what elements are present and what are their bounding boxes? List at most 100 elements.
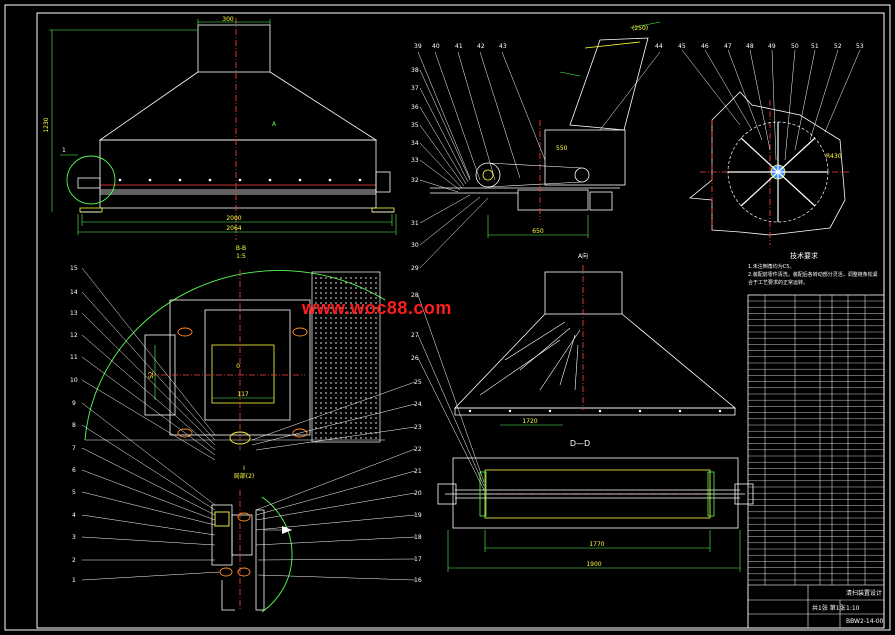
mesh-dot (345, 412, 347, 414)
mesh-dot (350, 382, 352, 384)
mesh-dot (370, 312, 372, 314)
hood-bolts (118, 178, 362, 182)
side-view-dims (487, 21, 661, 238)
mesh-dot (340, 287, 342, 289)
mesh-dot (355, 317, 357, 319)
mesh-dot (370, 342, 372, 344)
part-1: 1 (72, 577, 76, 584)
mesh-dot (365, 287, 367, 289)
mesh-dot (335, 287, 337, 289)
mesh-dot (375, 417, 377, 419)
mesh-dot (330, 392, 332, 394)
mesh-dot (365, 382, 367, 384)
mesh-dot (355, 332, 357, 334)
mesh-dot (345, 352, 347, 354)
part-42: 42 (477, 43, 485, 50)
mesh-dot (350, 357, 352, 359)
mesh-dot (315, 397, 317, 399)
mesh-dot (365, 417, 367, 419)
mesh-dot (340, 347, 342, 349)
mesh-dot (355, 337, 357, 339)
mesh-dot (340, 397, 342, 399)
mesh-dot (355, 417, 357, 419)
dim-rotor-outer: 1900 (586, 561, 601, 568)
mesh-dot (325, 277, 327, 279)
mesh-dot (360, 422, 362, 424)
mesh-dot (345, 427, 347, 429)
mesh-dot (355, 432, 357, 434)
mesh-dot (370, 282, 372, 284)
rotor-section-dd (437, 457, 754, 529)
mesh-dot (375, 422, 377, 424)
mesh-dot (345, 407, 347, 409)
mesh-dot (320, 332, 322, 334)
part-50: 50 (791, 43, 799, 50)
mesh-dot (375, 372, 377, 374)
mesh-dot (375, 387, 377, 389)
mesh-dot (355, 397, 357, 399)
mesh-dot (375, 362, 377, 364)
mesh-dot (365, 317, 367, 319)
mesh-dot (340, 312, 342, 314)
mesh-dot (375, 302, 377, 304)
mesh-dot (320, 437, 322, 439)
mesh-dot (335, 422, 337, 424)
mesh-dot (375, 277, 377, 279)
mesh-dot (335, 432, 337, 434)
mesh-dot (335, 282, 337, 284)
bolt-heads (177, 327, 308, 445)
mesh-dot (325, 337, 327, 339)
mesh-dot (330, 437, 332, 439)
mesh-dot (375, 382, 377, 384)
part-10: 10 (70, 377, 78, 384)
mesh-dot (375, 357, 377, 359)
mesh-dot (315, 402, 317, 404)
mesh-dot (350, 437, 352, 439)
mesh-dot (370, 317, 372, 319)
mesh-dot (320, 347, 322, 349)
mesh-dot (360, 312, 362, 314)
mesh-dot (335, 392, 337, 394)
mesh-dot (360, 382, 362, 384)
dim-detail-52: 52 (148, 371, 155, 379)
part-19: 19 (414, 512, 422, 519)
title-block-sheet: 共1张 第1张 (812, 604, 846, 612)
mesh-dot (375, 337, 377, 339)
mesh-dot (370, 412, 372, 414)
mesh-dot (315, 382, 317, 384)
mesh-dot (325, 292, 327, 294)
mesh-dot (325, 322, 327, 324)
mesh-dot (325, 347, 327, 349)
mesh-dot (370, 292, 372, 294)
mesh-dot (345, 307, 347, 309)
section-bb-scale: 1:5 (236, 253, 246, 260)
mesh-dot (375, 292, 377, 294)
mesh-dot (365, 367, 367, 369)
mesh-dot (320, 432, 322, 434)
part-39: 39 (414, 43, 422, 50)
chain-lines (487, 162, 583, 188)
mesh-dot (345, 422, 347, 424)
rotor-section-end-caps (479, 471, 715, 517)
mesh-dot (325, 287, 327, 289)
hood-detail-circle (66, 155, 116, 205)
dim-inner-span: 2000 (226, 215, 241, 222)
mesh-dot (325, 332, 327, 334)
part-12: 12 (70, 332, 78, 339)
mesh-dot (350, 337, 352, 339)
mesh-dot (335, 322, 337, 324)
mesh-dot (350, 327, 352, 329)
mesh-dot (370, 402, 372, 404)
mesh-dot (330, 402, 332, 404)
mesh-dot (370, 297, 372, 299)
part-40: 40 (432, 43, 440, 50)
mesh-dot (360, 332, 362, 334)
mesh-dot (370, 382, 372, 384)
mesh-dot (360, 292, 362, 294)
mesh-dot (335, 372, 337, 374)
mesh-dot (335, 317, 337, 319)
mesh-dot (345, 402, 347, 404)
mesh-dot (340, 352, 342, 354)
drive-sprocket-hub (482, 169, 494, 181)
